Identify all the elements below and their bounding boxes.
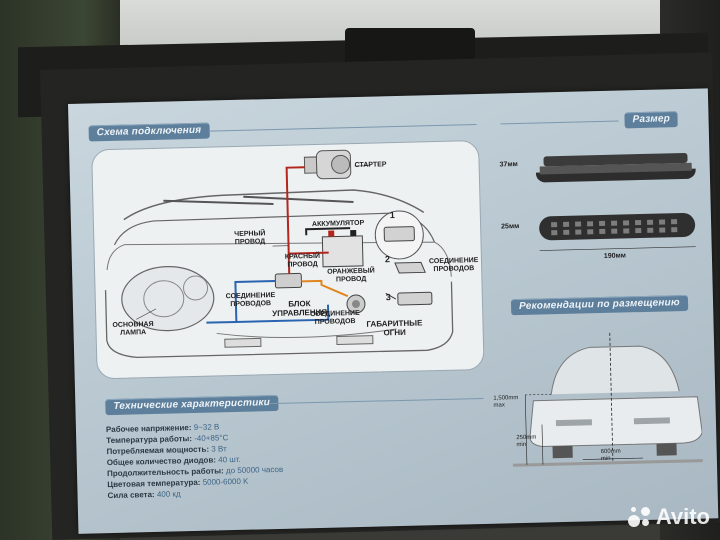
specs-header-line [269,397,484,405]
spec-luminous-intensity: Сила света: 400 кд [107,489,181,501]
avito-watermark-text: Avito [655,504,710,529]
wiring-diagram: СТАРТЕР ЧЕРНЫЙ ПРОВОД АККУМУЛЯТОР КРАСНЫ… [91,139,485,380]
label-battery: АККУМУЛЯТОР [311,219,365,229]
label-side-lights: ГАБАРИТНЫЕ ОГНИ [366,318,423,338]
wiring-header: Схема подключения [88,122,210,142]
instruction-panel: Схема подключения [68,88,719,534]
placement-min-gap: 600mm min [600,448,621,463]
label-wire-connection-right: СОЕДИНЕНИЕ ПРОВОДОВ [428,257,479,274]
size-header: Размер [624,111,679,129]
lamp-dimension-drawing [535,152,696,251]
step-number-1: 1 [389,210,395,221]
label-starter: СТАРТЕР [354,161,387,170]
wiring-header-line [208,124,477,132]
label-wire-connection-left: СОЕДИНЕНИЕ ПРОВОДОВ [225,291,276,309]
label-red-wire: КРАСНЫЙ ПРОВОД [284,252,321,269]
step-number-3: 3 [385,292,391,303]
label-wire-connection-center: СОЕДИНЕНИЕ ПРОВОДОВ [310,309,360,327]
label-main-lamp: ОСНОВНАЯ ЛАМПА [112,320,154,337]
avito-logo-icon [627,505,652,529]
label-black-wire: ЧЕРНЫЙ ПРОВОД [234,230,266,246]
placement-max-height: 1,500mm max [493,395,519,409]
specs-header: Технические характеристики [105,394,279,416]
spec-color-temperature: Цветовая температура: 5000-6000 K [107,476,249,490]
dimension-width: 25мм [501,223,520,231]
avito-watermark: Avito [627,504,710,530]
placement-min-height: 250mm min [516,434,537,449]
dimension-height: 37мм [499,161,518,169]
step-number-2: 2 [384,254,391,265]
wiring-diagram-drawing [104,149,454,359]
placement-drawing [512,332,703,467]
label-orange-wire: ОРАНЖЕВЫЙ ПРОВОД [327,267,375,284]
size-header-line [500,120,619,125]
dimension-length: 190мм [603,252,627,260]
placement-header: Рекомендации по размещению [510,294,688,316]
